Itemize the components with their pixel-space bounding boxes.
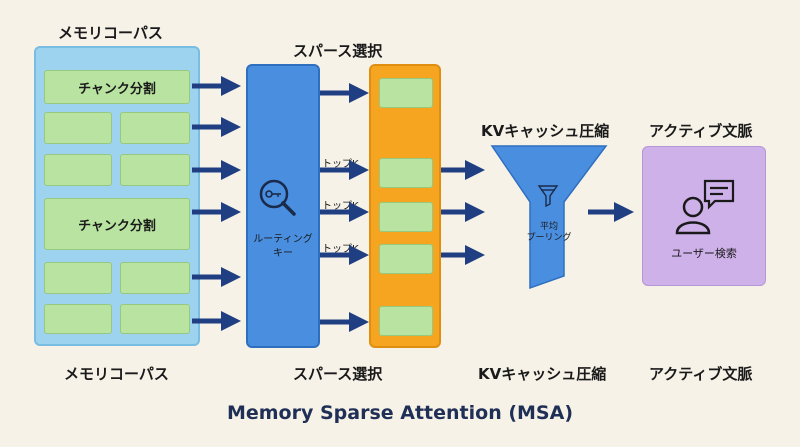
kv-compression-funnel xyxy=(490,145,608,290)
memory-chunk xyxy=(44,154,112,186)
routing-key-label-line2: キー xyxy=(273,248,293,259)
filter-icon xyxy=(537,185,559,208)
user-search-label: ユーザー検索 xyxy=(671,247,737,260)
selected-chunk xyxy=(379,306,433,336)
selected-chunk xyxy=(379,202,433,232)
sparse-select-title: スパース選択 xyxy=(293,42,383,60)
memory-chunk xyxy=(44,262,112,294)
pooling-label: プーリング xyxy=(526,233,572,243)
selected-chunk xyxy=(379,78,433,108)
memory-corpus-caption: メモリコーパス xyxy=(64,365,169,383)
sparse-selection-panel xyxy=(369,64,441,348)
memory-corpus-panel: チャンク分割 チャンク分割 xyxy=(34,46,200,346)
search-key-icon xyxy=(259,179,296,216)
topk-label: トップK xyxy=(322,159,359,170)
active-context-caption: アクティブ文脈 xyxy=(649,365,753,383)
average-label: 平均 xyxy=(539,222,558,232)
router-to-sparse-arrows xyxy=(320,83,369,332)
memory-corpus-title: メモリコーパス xyxy=(58,24,163,42)
corpus-to-router-arrows xyxy=(192,76,241,331)
active-context-panel: ユーザー検索 xyxy=(642,146,766,286)
memory-chunk xyxy=(120,154,190,186)
routing-key-panel: ルーティング キー xyxy=(246,64,320,348)
memory-chunk xyxy=(120,112,190,144)
user-icon xyxy=(675,196,711,235)
sparse-to-funnel-arrows xyxy=(441,160,485,265)
active-context-title: アクティブ文脈 xyxy=(649,122,753,140)
selected-chunk xyxy=(379,244,433,274)
memory-chunk xyxy=(44,304,112,334)
topk-label: トップK xyxy=(322,244,359,255)
memory-chunk xyxy=(120,304,190,334)
sparse-select-caption: スパース選択 xyxy=(293,365,383,383)
chat-bubble-icon xyxy=(703,179,735,210)
chunk-label: チャンク分割 xyxy=(44,198,190,250)
memory-chunk xyxy=(120,262,190,294)
kv-compress-title: KVキャッシュ圧縮 xyxy=(481,122,610,140)
chunk-label: チャンク分割 xyxy=(44,70,190,104)
selected-chunk xyxy=(379,158,433,188)
topk-label: トップK xyxy=(322,201,359,212)
diagram-title: Memory Sparse Attention (MSA) xyxy=(226,402,574,424)
kv-compress-caption: KVキャッシュ圧縮 xyxy=(478,365,607,383)
routing-key-label-line1: ルーティング xyxy=(253,234,313,245)
memory-chunk xyxy=(44,112,112,144)
